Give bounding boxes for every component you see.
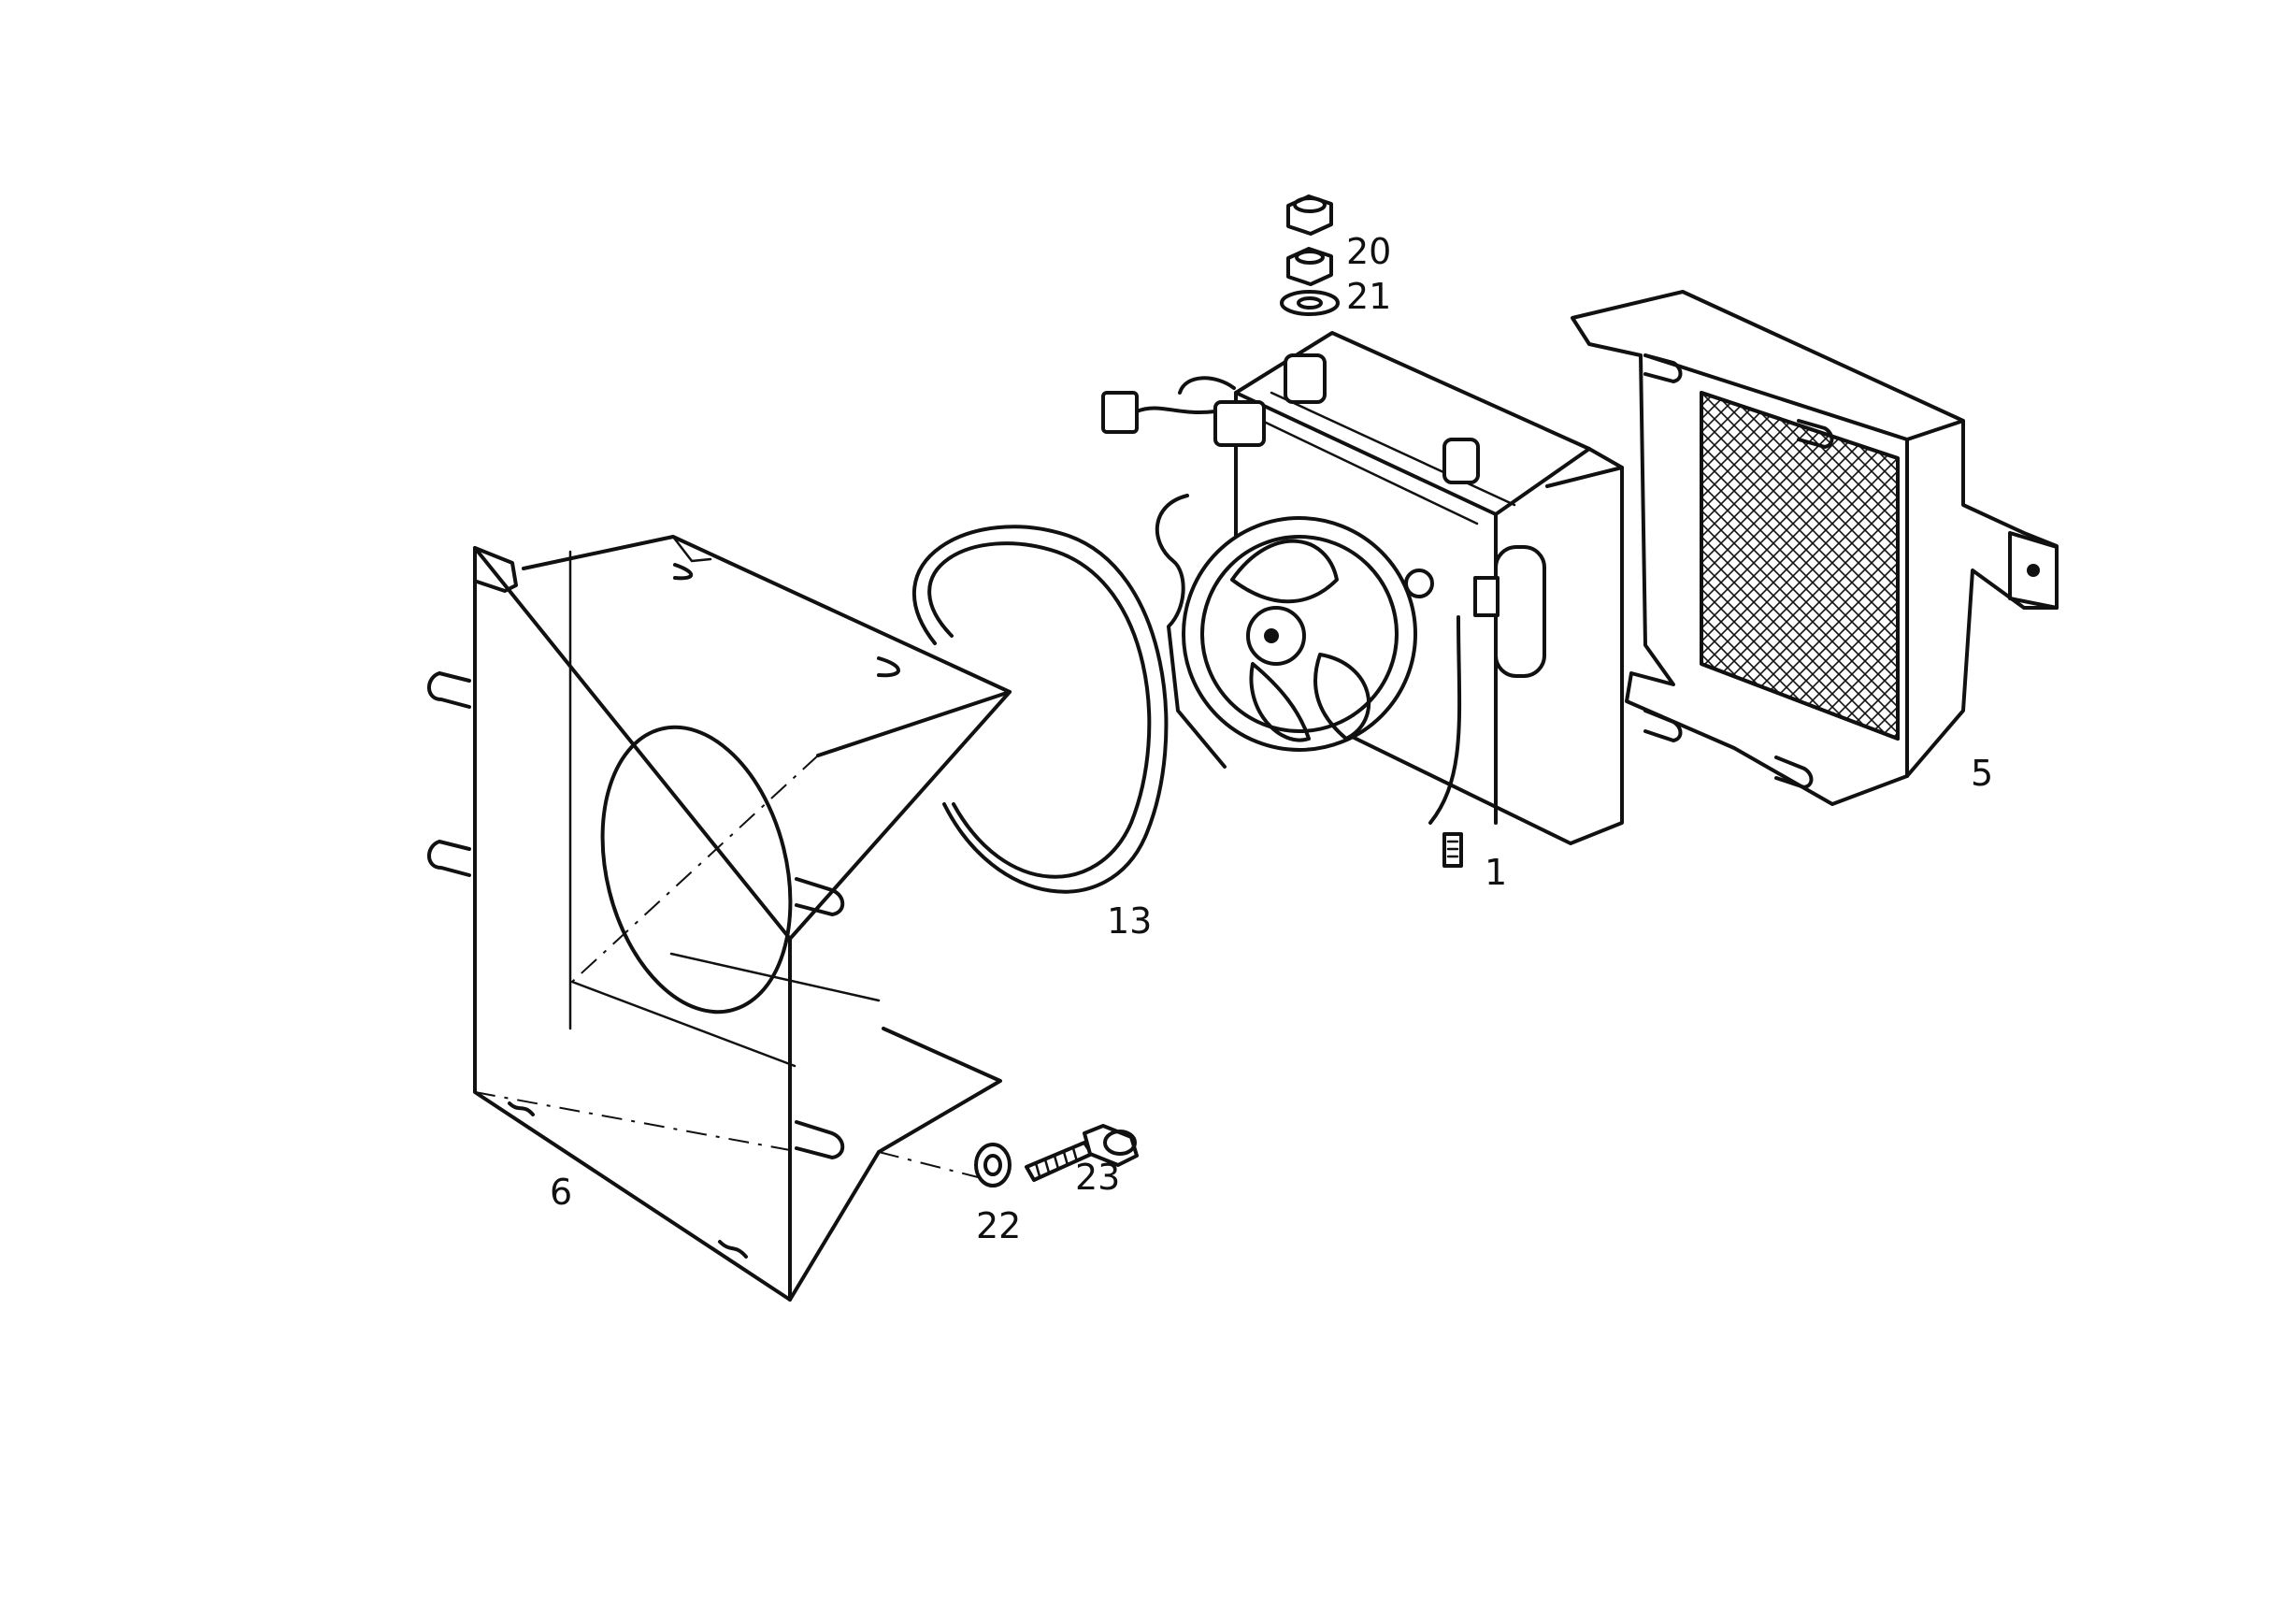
callout-5: 5 bbox=[1971, 753, 1993, 794]
callout-20: 20 bbox=[1346, 231, 1391, 272]
callout-1: 1 bbox=[1485, 852, 1507, 893]
nut-part-20 bbox=[1286, 194, 1333, 286]
mesh-guard-part-5 bbox=[1571, 290, 2059, 806]
ring-gasket-part-13 bbox=[911, 525, 1169, 894]
washer-part-21 bbox=[1280, 290, 1340, 316]
callout-13: 13 bbox=[1107, 900, 1152, 942]
washer-part-22 bbox=[974, 1143, 1012, 1187]
bolt-part-23 bbox=[1025, 1124, 1139, 1182]
callout-6: 6 bbox=[550, 1172, 572, 1213]
radiator-fan-part-1 bbox=[1101, 331, 1624, 868]
shroud-part-6 bbox=[427, 535, 1012, 1302]
callout-21: 21 bbox=[1346, 276, 1391, 317]
callout-23: 23 bbox=[1075, 1157, 1120, 1198]
callout-22: 22 bbox=[976, 1205, 1021, 1246]
